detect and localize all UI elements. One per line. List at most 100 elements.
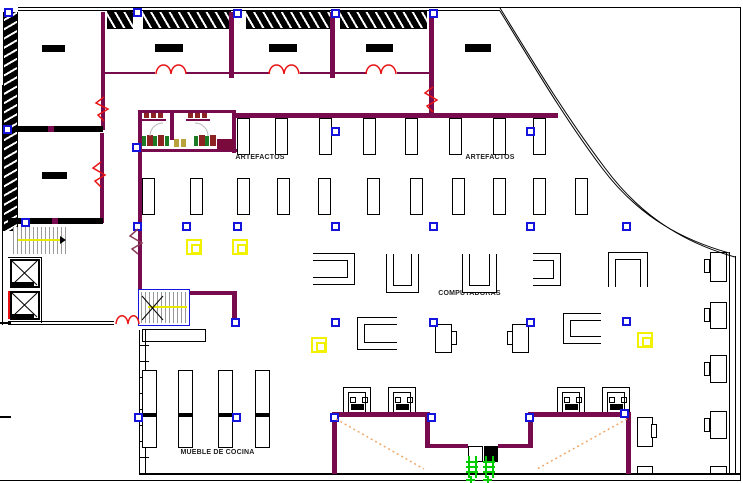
east-wall [735, 256, 736, 474]
room-partition-wall [429, 12, 434, 113]
grid-grip-icon [622, 222, 631, 231]
grid-grip-icon [182, 222, 191, 231]
grid-grip-icon [331, 127, 340, 136]
workstation-desk [343, 387, 371, 413]
double-door-swing-icon [115, 315, 140, 325]
escalator-ramp-line [536, 418, 628, 470]
elevator-side-wall [41, 257, 42, 323]
sink-icon [158, 113, 163, 118]
grid-grip-icon [4, 8, 13, 17]
wall-tick [0, 416, 11, 418]
grid-grip-icon [133, 8, 142, 17]
toilet-icon [199, 135, 205, 146]
stair-corridor-wall [232, 291, 237, 327]
wall-desk [710, 252, 727, 282]
display-shelf [237, 178, 250, 215]
kitchen-cabinet [178, 370, 193, 448]
double-door-swing-icon [268, 64, 300, 75]
kitchen-cabinet [218, 370, 233, 448]
north-hatched-wall [143, 11, 231, 29]
room-partition-wall [100, 133, 104, 223]
computer-desk [313, 253, 355, 285]
wall-desk [710, 355, 727, 383]
column-marker-icon [186, 239, 202, 255]
toilet-icon [210, 135, 216, 146]
stairs-2-outline [138, 289, 190, 326]
area-label-artefactos-right: ARTEFACTOS [465, 154, 515, 161]
room-front-wall [397, 72, 429, 74]
elevator-sill [12, 314, 34, 319]
wall-desk-chair [704, 308, 710, 322]
grid-grip-icon [233, 222, 242, 231]
stair-center-line [18, 239, 64, 241]
display-shelf [275, 118, 288, 155]
display-shelf [237, 118, 250, 155]
lobby-bottom-wall [8, 321, 114, 322]
frame-bottom-line [0, 480, 741, 481]
escalator-wall [498, 444, 533, 448]
table [42, 45, 65, 52]
plant-icon [165, 136, 169, 146]
computer-desk [533, 253, 561, 286]
grid-grip-icon [233, 9, 242, 18]
grid-grip-icon [132, 143, 141, 152]
elevator-top-wall [8, 257, 42, 258]
west-hatched-wall [3, 12, 18, 231]
room-front-wall [105, 72, 155, 74]
plant-cross-icon [470, 476, 472, 483]
plant-cross-icon [487, 476, 489, 483]
grid-grip-icon [3, 125, 12, 134]
lobby-bottom-wall [8, 324, 114, 325]
north-hatched-wall [107, 11, 133, 29]
computer-desk [357, 317, 397, 350]
stair-center-line [148, 306, 187, 308]
turnstile-rung [466, 461, 478, 463]
dry-plant-icon [174, 139, 179, 147]
grid-grip-icon [133, 222, 142, 231]
frame-right-line [740, 7, 741, 480]
turnstile-rung [483, 471, 495, 473]
turnstile-rung [466, 466, 478, 468]
bathroom-wall-bottom [138, 149, 237, 152]
wall-tick [0, 322, 11, 324]
left-exterior-line [2, 85, 3, 325]
table [366, 44, 393, 52]
display-shelf [533, 178, 546, 215]
escalator-ramp-line [335, 418, 425, 470]
display-shelf [367, 178, 380, 215]
display-shelf [493, 118, 506, 155]
escalator-wall [626, 417, 631, 474]
stair-corridor-wall [190, 291, 237, 295]
column-marker-icon [232, 239, 248, 255]
hall-top-wall [235, 113, 558, 118]
escalator-wall [528, 417, 533, 448]
elevator-sill [12, 282, 34, 287]
area-label-computadoras: COMPUTADORAS [438, 290, 501, 297]
wall-desk [637, 466, 653, 474]
escalator-wall [425, 417, 430, 448]
side-desk [435, 324, 452, 353]
room-partition-wall [101, 12, 105, 130]
side-desk [512, 324, 529, 353]
room-front-wall [186, 72, 230, 74]
turnstile-rung [466, 471, 478, 473]
wall-desk-chair [704, 259, 710, 273]
south-exterior-wall [139, 473, 740, 475]
wall-desk-chair [704, 362, 710, 376]
grid-grip-icon [525, 413, 534, 422]
grid-grip-icon [620, 409, 629, 418]
room-front-wall [234, 72, 270, 74]
escalator-wall [425, 444, 468, 448]
plant-icon [194, 136, 198, 146]
grid-grip-icon [429, 9, 438, 18]
sink-icon [144, 113, 149, 118]
wall-desk [710, 466, 727, 474]
grid-grip-icon [231, 318, 240, 327]
turnstile-rung [483, 461, 495, 463]
grid-grip-icon [526, 127, 535, 136]
display-shelf [493, 178, 506, 215]
area-label-mueble-cocina: MUEBLE DE COCINA [180, 449, 255, 456]
wall-desk-chair [651, 424, 657, 438]
display-shelf [319, 118, 332, 155]
